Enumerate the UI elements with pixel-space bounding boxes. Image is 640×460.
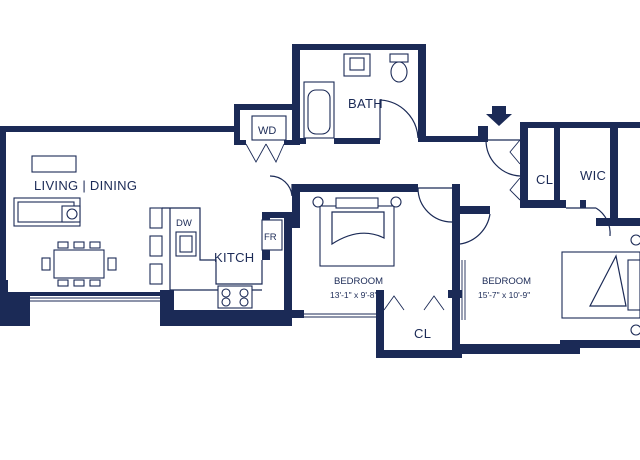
bed-icon <box>312 196 402 267</box>
bed-icon-2 <box>561 234 640 336</box>
bedroom-2-dimensions: 15'-7" x 10'-9" <box>478 290 530 300</box>
walls <box>0 44 640 358</box>
washer-dryer-box <box>251 115 287 141</box>
dw-label: DW <box>176 218 192 229</box>
entry-arrow-icon <box>486 106 512 126</box>
room-labels: LIVING | DINING BATH WD KITCH DW FR BEDR… <box>34 96 606 341</box>
fridge-box <box>261 219 283 251</box>
closet-1-label: CL <box>536 172 553 187</box>
kitchen-label: KITCH <box>214 250 255 265</box>
kitchen-counter <box>149 207 263 291</box>
bedroom-1-label: BEDROOM <box>334 276 383 287</box>
closet-2-label: CL <box>414 326 431 341</box>
bath-sink-icon <box>343 53 371 77</box>
tv-console <box>31 155 77 173</box>
bathtub-icon <box>303 81 335 139</box>
bedroom-2-label: BEDROOM <box>482 276 531 287</box>
sink-icon <box>175 231 197 257</box>
wd-label: WD <box>258 125 276 137</box>
windows <box>1 140 466 320</box>
sofa-icon <box>13 197 81 227</box>
toilet-icon <box>389 53 409 83</box>
fr-label: FR <box>264 232 277 243</box>
living-dining-label: LIVING | DINING <box>34 178 137 193</box>
stove-icon <box>217 285 253 309</box>
dining-table-icon <box>41 241 117 287</box>
bedroom-1-dimensions: 13'-1" x 9'-8" <box>330 290 378 300</box>
walk-in-closet-label: WIC <box>580 168 606 183</box>
bath-label: BATH <box>348 96 383 111</box>
doors <box>245 99 611 311</box>
